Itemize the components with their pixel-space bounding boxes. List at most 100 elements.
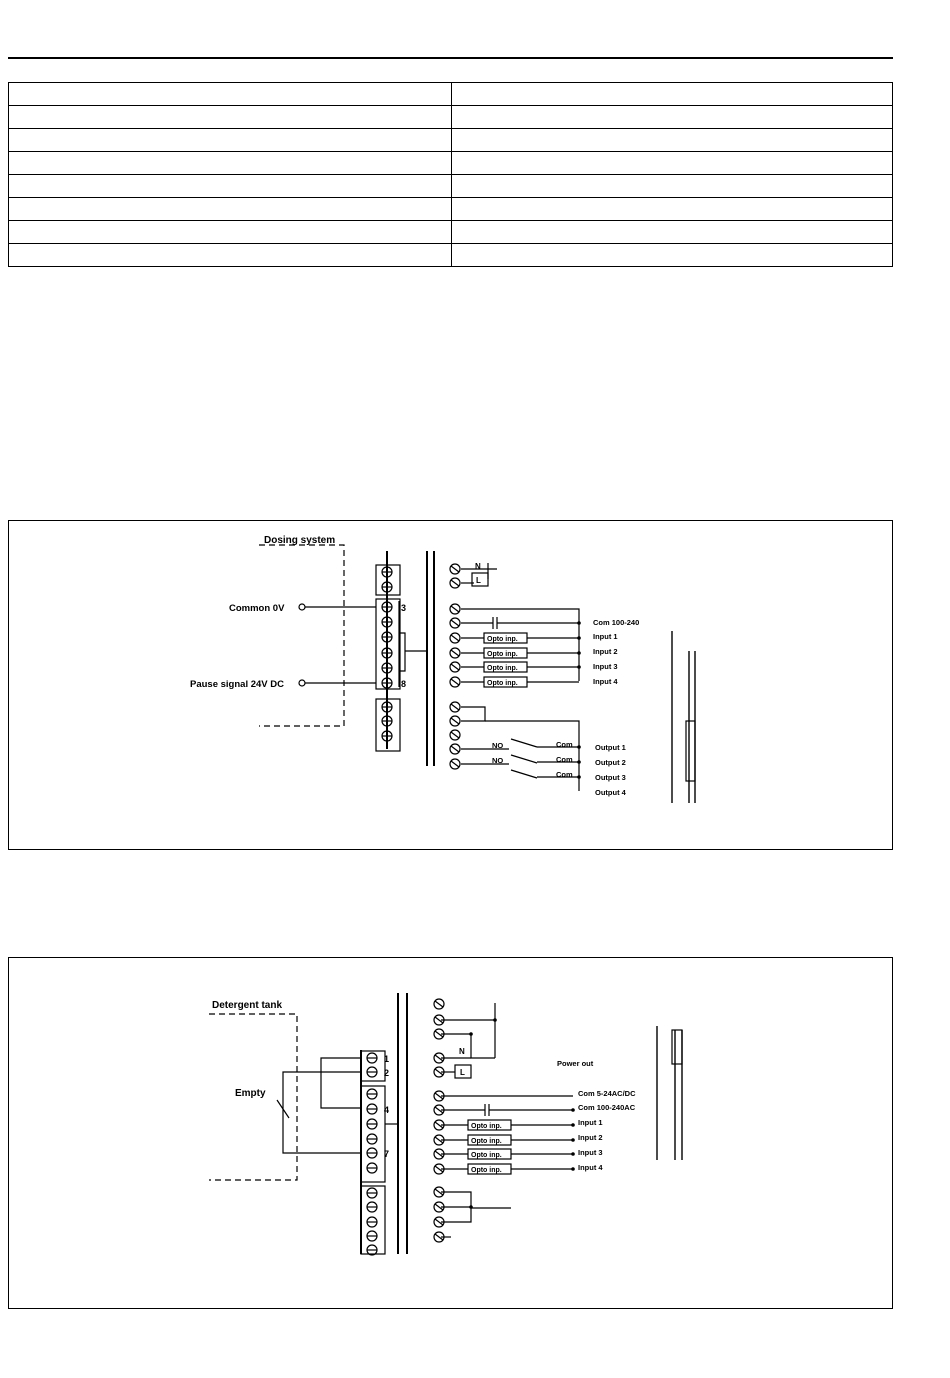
output-4-label: Output 4 [595, 788, 627, 797]
input-4-label: Input 4 [593, 677, 618, 686]
com-label-3: Com [556, 770, 573, 779]
terminal-number-3: 3 [401, 603, 406, 613]
table-cell [451, 174, 893, 198]
opto-input-2: Opto inp. [471, 1138, 502, 1145]
no-label-2: NO [492, 756, 503, 765]
table-cell [451, 82, 893, 106]
screw-terminal-icon [449, 743, 461, 755]
screw-terminal-icon [433, 1148, 445, 1160]
screw-terminal-icon [433, 1134, 445, 1146]
input-2-label: Input 2 [578, 1133, 603, 1142]
table-row [8, 220, 893, 244]
screw-slot [434, 1054, 444, 1062]
opto-input-4: Opto inp. [471, 1167, 502, 1174]
screw-terminal-icon [433, 1216, 445, 1228]
screw-terminal-icon [433, 1066, 445, 1078]
screw-slot [450, 649, 460, 657]
table-cell [8, 174, 452, 198]
input-4-label: Input 4 [578, 1163, 603, 1172]
spec-table [8, 82, 893, 267]
mains-n-label: N [459, 1047, 465, 1056]
screw-slot [450, 760, 460, 768]
screw-terminal-icon [433, 1201, 445, 1213]
mains-l-label: L [460, 1068, 465, 1077]
screw-slot [450, 565, 460, 573]
output-3-label: Output 3 [595, 773, 626, 782]
opto-input-3: Opto inp. [487, 665, 518, 672]
screw-slot [434, 1092, 444, 1100]
wiring-diagram-detergent-tank: Detergent tank Empty 1 2 4 7 N L Power o… [8, 957, 893, 1309]
screw-slot [434, 1218, 444, 1226]
table-cell [451, 128, 893, 152]
screw-terminal-icon [449, 563, 461, 575]
screw-slot [434, 1188, 444, 1196]
terminal-number-8: 8 [401, 679, 406, 689]
empty-label: Empty [235, 1088, 266, 1099]
table-cell [8, 151, 452, 175]
screw-terminal-icon [449, 676, 461, 688]
opto-input-4: Opto inp. [487, 680, 518, 687]
screw-slot [434, 1203, 444, 1211]
com-label-2: Com [556, 755, 573, 764]
screw-terminal-icon [433, 1104, 445, 1116]
table-cell [8, 82, 452, 106]
header-rule [8, 57, 893, 59]
mains-l-label: L [476, 576, 481, 585]
table-cell [8, 197, 452, 221]
screw-slot [434, 1106, 444, 1114]
screw-terminal-icon [449, 577, 461, 589]
mains-n-label: N [475, 562, 481, 571]
power-out-label: Power out [557, 1059, 594, 1068]
screw-slot [450, 663, 460, 671]
opto-input-1: Opto inp. [487, 636, 518, 643]
input-1-label: Input 1 [593, 632, 618, 641]
com-100-240-label: Com 100-240 [593, 618, 639, 627]
screw-slot [450, 731, 460, 739]
screw-slot [434, 1165, 444, 1173]
table-cell [451, 197, 893, 221]
table-cell [451, 243, 893, 267]
screw-terminal-icon [433, 1014, 445, 1026]
screw-slot [434, 1150, 444, 1158]
table-row [8, 174, 893, 198]
input-3-label: Input 3 [578, 1148, 603, 1157]
terminal-number-1: 1 [384, 1054, 389, 1064]
detergent-tank-label: Detergent tank [212, 1000, 282, 1011]
screw-terminal-icon [449, 715, 461, 727]
screw-terminal-icon [449, 647, 461, 659]
com-label-1: Com [556, 740, 573, 749]
table-cell [8, 105, 452, 129]
screw-terminal-icon [433, 1231, 445, 1243]
wiring-diagram-1-svg: Dosing system Common 0V Pause signal 24V… [190, 535, 696, 803]
no-label-1: NO [492, 741, 503, 750]
opto-input-3: Opto inp. [471, 1152, 502, 1159]
table-cell [8, 128, 452, 152]
screw-slot [450, 605, 460, 613]
opto-input-2: Opto inp. [487, 651, 518, 658]
screw-terminal-icon [433, 1119, 445, 1131]
wiring-diagram-pause-signal: Dosing system Common 0V Pause signal 24V… [8, 520, 893, 850]
terminal-number-4: 4 [384, 1105, 389, 1115]
input-3-label: Input 3 [593, 662, 618, 671]
table-cell [451, 105, 893, 129]
wiring-diagram-2-svg: Detergent tank Empty 1 2 4 7 N L Power o… [209, 993, 683, 1256]
opto-input-1: Opto inp. [471, 1123, 502, 1130]
screw-slot [450, 703, 460, 711]
com-ac-label: Com 100-240AC [578, 1103, 636, 1112]
terminal-number-7: 7 [384, 1149, 389, 1159]
output-1-label: Output 1 [595, 743, 626, 752]
screw-slot [434, 1000, 444, 1008]
input-2-label: Input 2 [593, 647, 618, 656]
screw-slot [450, 579, 460, 587]
com-dc-label: Com 5-24AC/DC [578, 1089, 636, 1098]
table-cell [451, 151, 893, 175]
table-row [8, 82, 893, 106]
screw-slot [450, 634, 460, 642]
screw-terminal-icon [449, 661, 461, 673]
screw-slot [434, 1068, 444, 1076]
screw-slot [434, 1121, 444, 1129]
table-cell [8, 220, 452, 244]
screw-slot [450, 717, 460, 725]
input-1-label: Input 1 [578, 1118, 603, 1127]
screw-slot [450, 745, 460, 753]
